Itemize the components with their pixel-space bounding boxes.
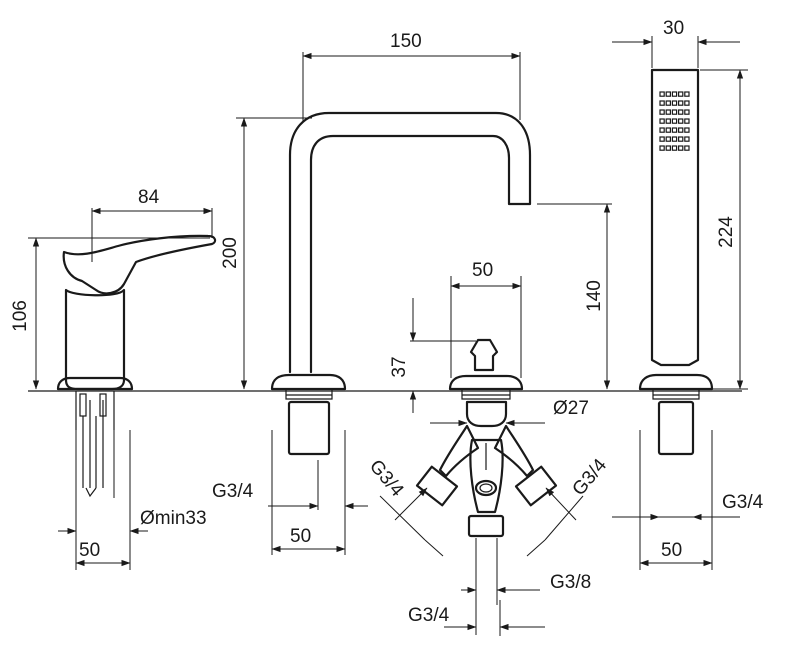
nozzle (677, 100, 684, 106)
nozzle (659, 145, 665, 151)
nozzle (665, 145, 672, 151)
nozzle (671, 109, 678, 115)
nozzle (684, 91, 690, 97)
nozzle (659, 118, 665, 124)
spout-dimensions (236, 52, 612, 555)
nozzle (659, 91, 665, 97)
label-diverter-diameter: Ø27 (553, 398, 589, 419)
nozzle (671, 118, 678, 124)
label-spout-height: 200 (220, 237, 241, 269)
nozzle (659, 127, 665, 133)
nozzle (665, 100, 672, 106)
nozzle (677, 127, 684, 133)
label-shower-base-width: 50 (661, 540, 682, 561)
label-spout-base-width: 50 (290, 526, 311, 547)
nozzle (684, 100, 690, 106)
label-diverter-outlet-bottom: G3/4 (408, 605, 450, 626)
hand-shower (638, 68, 714, 456)
label-mixer-base-width: 50 (79, 540, 100, 561)
nozzle (665, 136, 672, 142)
label-mixer-height: 106 (10, 300, 31, 332)
nozzle (677, 91, 684, 97)
nozzle (684, 127, 690, 133)
label-shower-thread: G3/4 (722, 492, 764, 513)
nozzle (671, 91, 678, 97)
mixer-dimensions (28, 207, 213, 570)
nozzle (671, 100, 678, 106)
label-shower-width: 30 (663, 18, 684, 39)
mixer-tap (56, 234, 217, 498)
label-diverter-inlet-left: G3/4 (365, 456, 408, 501)
nozzle (659, 136, 665, 142)
shower-nozzles (659, 91, 690, 151)
diverter-dimensions (379, 276, 584, 636)
nozzle (665, 91, 672, 97)
label-diverter-height: 37 (389, 356, 410, 377)
nozzle (665, 127, 672, 133)
nozzle (684, 145, 690, 151)
nozzle (677, 109, 684, 115)
nozzle (684, 109, 690, 115)
label-mixer-hole: Ømin33 (140, 508, 207, 529)
nozzle (665, 118, 672, 124)
label-diverter-width: 50 (472, 260, 493, 281)
shower-dimensions (612, 36, 748, 570)
label-spout-outlet-height: 140 (584, 280, 605, 312)
nozzle (677, 118, 684, 124)
label-shower-length: 224 (716, 216, 737, 248)
nozzle (659, 100, 665, 106)
nozzle (671, 145, 678, 151)
nozzle (677, 145, 684, 151)
nozzle (671, 127, 678, 133)
diverter (415, 338, 558, 538)
label-mixer-handle-length: 84 (138, 187, 160, 208)
label-spout-thread: G3/4 (212, 481, 254, 502)
nozzle (665, 109, 672, 115)
nozzle (684, 136, 690, 142)
label-diverter-inlet-right: G3/4 (569, 455, 612, 500)
nozzle (677, 136, 684, 142)
nozzle (684, 118, 690, 124)
label-spout-reach: 150 (390, 31, 422, 52)
nozzle (671, 136, 678, 142)
nozzle (659, 109, 665, 115)
label-diverter-outlet-small: G3/8 (550, 572, 591, 593)
